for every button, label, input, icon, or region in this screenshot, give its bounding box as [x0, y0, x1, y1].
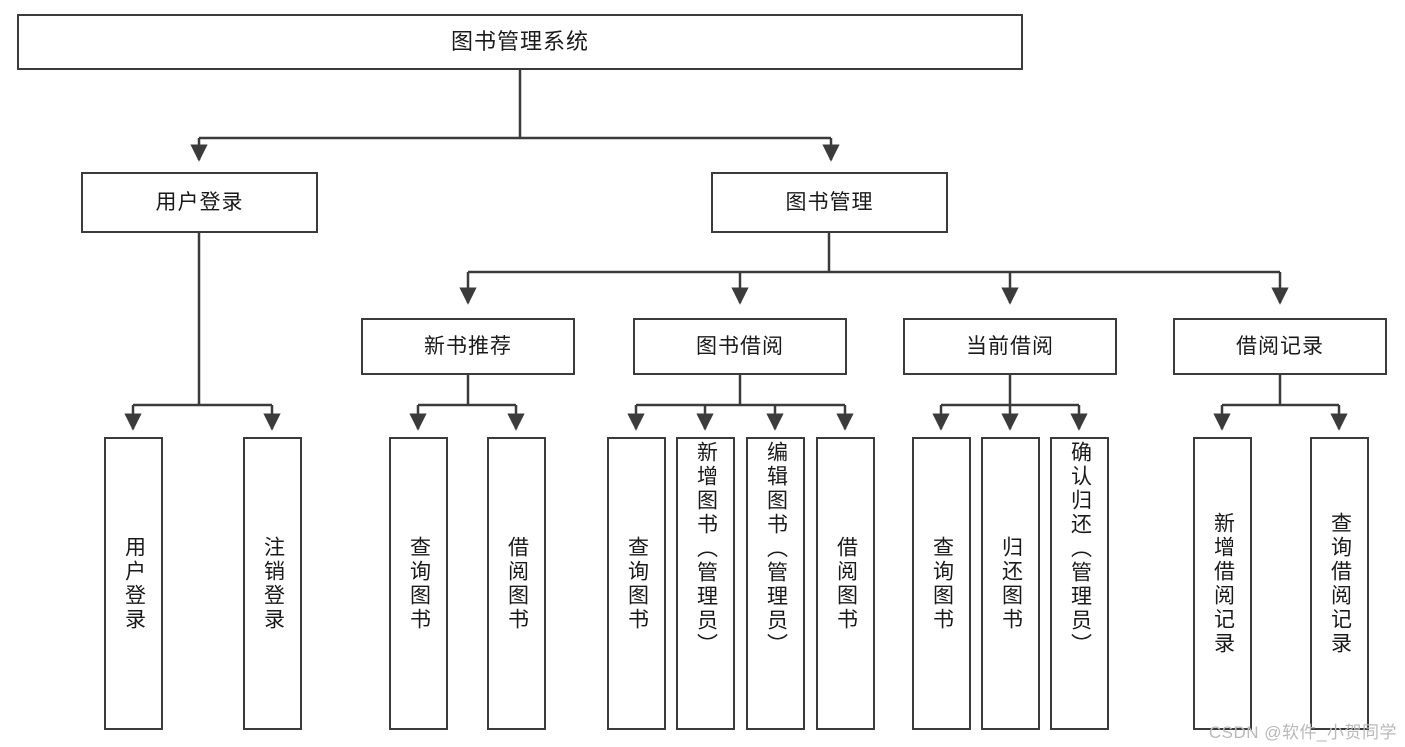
- leaf-borrow-book[interactable]: 借阅图书: [816, 437, 875, 730]
- leaf-label: 编辑图书（管理员）: [764, 441, 788, 657]
- leaf-text-wrap: 注销登录: [245, 439, 300, 728]
- leaf-edit-book-admin[interactable]: 编辑图书（管理员）: [746, 437, 805, 730]
- leaf-label: 借阅图书: [834, 535, 858, 632]
- leaf-text-wrap: 查询图书: [391, 439, 446, 728]
- node-label: 借阅记录: [1236, 334, 1324, 358]
- leaf-text-wrap: 用户登录: [106, 439, 161, 728]
- leaf-label: 查询图书: [407, 535, 431, 632]
- leaf-query-borrow-record[interactable]: 查询借阅记录: [1310, 437, 1369, 730]
- node-label: 图书管理系统: [450, 28, 589, 54]
- leaf-text-wrap: 借阅图书: [818, 439, 873, 728]
- leaf-query-book-current[interactable]: 查询图书: [912, 437, 971, 730]
- node-label: 新书推荐: [424, 334, 512, 358]
- leaf-text-wrap: 编辑图书（管理员）: [748, 439, 803, 730]
- leaf-label: 借阅图书: [505, 535, 529, 632]
- leaf-borrow-book-recommend[interactable]: 借阅图书: [487, 437, 546, 730]
- leaf-label: 查询图书: [625, 535, 649, 632]
- leaf-user-login[interactable]: 用户登录: [104, 437, 163, 730]
- leaf-label: 用户登录: [122, 535, 146, 632]
- node-book-management[interactable]: 图书管理: [711, 172, 948, 233]
- leaf-text-wrap: 查询图书: [914, 439, 969, 728]
- leaf-text-wrap: 新增图书（管理员）: [678, 439, 733, 730]
- node-label: 图书管理: [785, 190, 874, 214]
- leaf-confirm-return-admin[interactable]: 确认归还（管理员）: [1050, 437, 1109, 730]
- leaf-text-wrap: 借阅图书: [489, 439, 544, 728]
- node-user-login[interactable]: 用户登录: [81, 172, 318, 233]
- leaf-text-wrap: 确认归还（管理员）: [1052, 439, 1107, 730]
- leaf-label: 新增图书（管理员）: [694, 441, 718, 657]
- leaf-text-wrap: 查询借阅记录: [1312, 439, 1367, 728]
- leaf-label: 查询借阅记录: [1328, 511, 1352, 656]
- node-label: 图书借阅: [696, 334, 784, 358]
- node-current-borrow[interactable]: 当前借阅: [903, 318, 1117, 375]
- leaf-text-wrap: 新增借阅记录: [1195, 439, 1250, 728]
- node-book-borrow[interactable]: 图书借阅: [633, 318, 847, 375]
- leaf-label: 归还图书: [999, 535, 1023, 632]
- leaf-logout[interactable]: 注销登录: [243, 437, 302, 730]
- leaf-text-wrap: 归还图书: [983, 439, 1038, 728]
- leaf-return-book[interactable]: 归还图书: [981, 437, 1040, 730]
- node-root-system[interactable]: 图书管理系统: [17, 14, 1023, 70]
- leaf-label: 确认归还（管理员）: [1068, 441, 1092, 657]
- leaf-query-book-borrow[interactable]: 查询图书: [607, 437, 666, 730]
- leaf-add-book-admin[interactable]: 新增图书（管理员）: [676, 437, 735, 730]
- leaf-label: 查询图书: [930, 535, 954, 632]
- node-borrow-records[interactable]: 借阅记录: [1173, 318, 1387, 375]
- leaf-add-borrow-record[interactable]: 新增借阅记录: [1193, 437, 1252, 730]
- leaf-label: 新增借阅记录: [1211, 511, 1235, 656]
- node-new-book-recommend[interactable]: 新书推荐: [361, 318, 575, 375]
- node-label: 当前借阅: [966, 334, 1054, 358]
- leaf-label: 注销登录: [261, 535, 285, 632]
- leaf-text-wrap: 查询图书: [609, 439, 664, 728]
- leaf-query-book-recommend[interactable]: 查询图书: [389, 437, 448, 730]
- node-label: 用户登录: [155, 190, 244, 214]
